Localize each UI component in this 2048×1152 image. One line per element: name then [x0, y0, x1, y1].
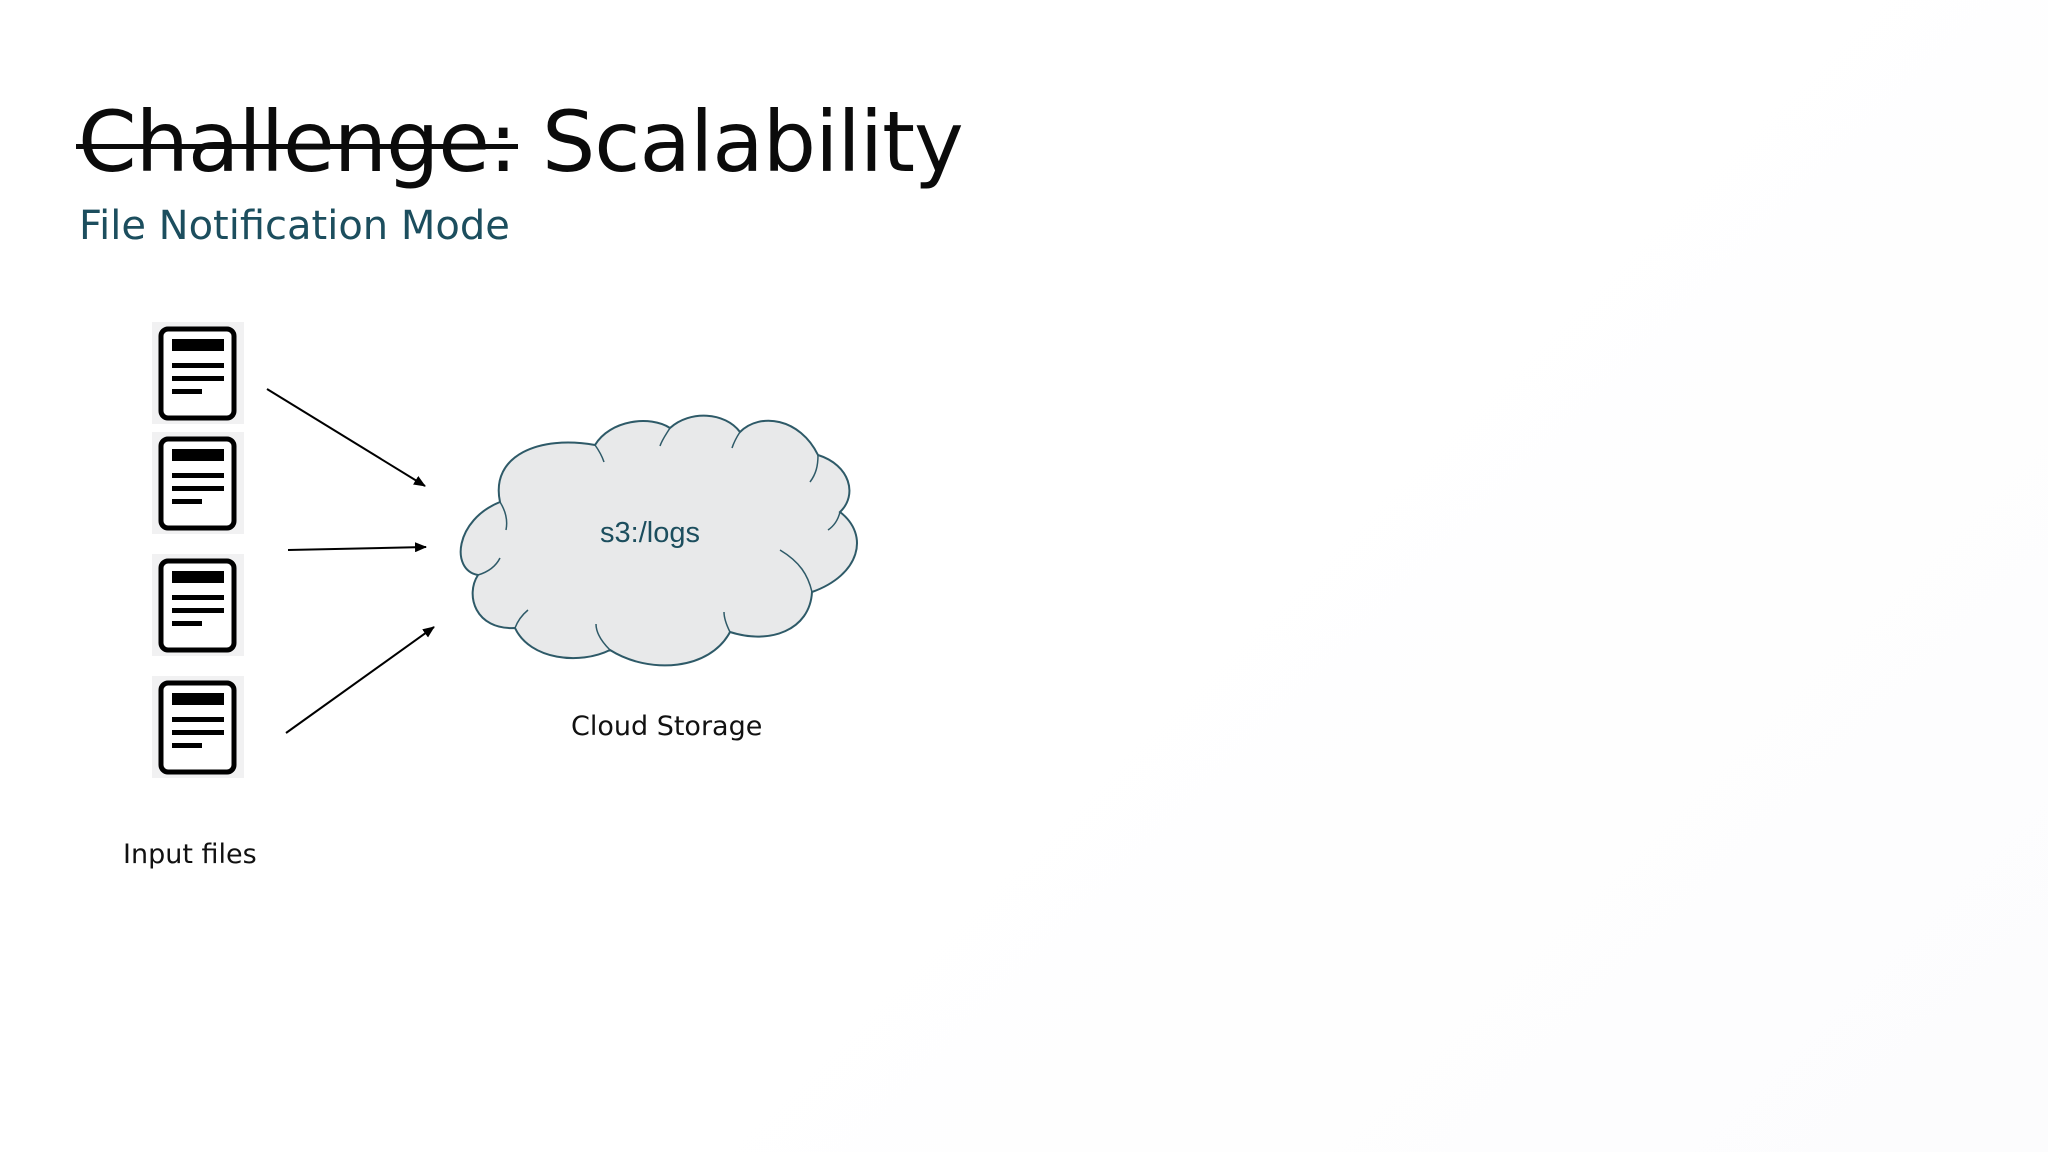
cloud-shape	[459, 414, 858, 667]
title-main-word: Scalability	[541, 93, 964, 191]
slide-title: Challenge: Scalability	[75, 92, 964, 192]
document-icon	[152, 322, 244, 424]
arrow-file2-to-cloud	[287, 542, 427, 553]
slide-subtitle: File Notification Mode	[79, 203, 510, 249]
document-icon	[152, 554, 244, 656]
document-icon	[152, 432, 244, 534]
input-files-caption: Input files	[123, 839, 257, 870]
arrow-file4-to-cloud	[285, 626, 435, 734]
document-icon	[152, 676, 244, 778]
title-struck-word: Challenge:	[75, 93, 519, 191]
cloud-storage-caption: Cloud Storage	[571, 711, 763, 742]
cloud-storage-path: s3:/logs	[600, 517, 700, 549]
arrow-file1-to-cloud	[266, 388, 426, 487]
